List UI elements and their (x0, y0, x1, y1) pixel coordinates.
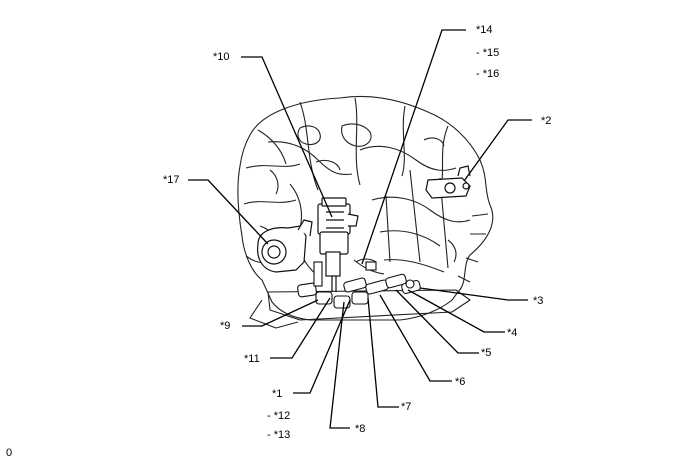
leader-10 (241, 56, 333, 218)
leader-9 (242, 299, 319, 327)
callout-11: *11 (244, 353, 260, 365)
leader-11 (270, 297, 331, 359)
valve-body-block (317, 197, 359, 292)
callout-5: *5 (481, 347, 492, 359)
solenoid-valves (297, 258, 421, 309)
callout-17: *17 (163, 174, 180, 186)
leader-5 (395, 289, 479, 354)
leader-2 (463, 119, 532, 182)
callout-8: *8 (355, 423, 366, 435)
callout-1: *1 (272, 388, 283, 400)
leader-14 (361, 29, 466, 265)
callout-2: *2 (541, 115, 552, 127)
leader-17 (188, 179, 269, 245)
callout-6: *6 (455, 376, 466, 388)
leader-3 (419, 287, 528, 301)
oil-pump-assembly (257, 219, 313, 273)
callout-10: *10 (213, 51, 230, 63)
callout-7: *7 (401, 401, 412, 413)
callout-9: *9 (220, 320, 231, 332)
leader-4 (407, 289, 505, 333)
callout-12: - *12 (267, 410, 291, 422)
callout-16: - *16 (476, 68, 500, 80)
leader-8 (329, 301, 350, 429)
leader-6 (379, 294, 452, 382)
transmission-housing (237, 95, 494, 329)
corner-mark: 0 (6, 447, 13, 459)
callout-3: *3 (533, 295, 544, 307)
leader-1 (293, 299, 351, 394)
callout-13: - *13 (267, 429, 291, 441)
callout-15: - *15 (476, 47, 500, 59)
leader-7 (367, 297, 399, 408)
callout-4: *4 (507, 327, 518, 339)
speed-sensor (425, 165, 471, 199)
leader-lines (188, 29, 532, 429)
callout-14: *14 (476, 24, 493, 36)
